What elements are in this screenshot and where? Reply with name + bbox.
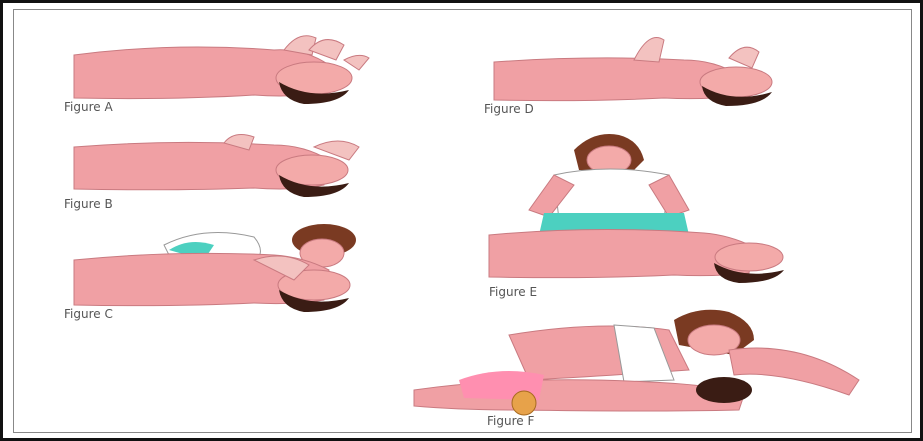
figure-d: Figure D — [474, 20, 794, 120]
illustration-canvas: Figure A Figure D Figure B — [13, 9, 912, 433]
figure-e-caption: Figure E — [489, 285, 537, 299]
figure-f-caption: Figure F — [487, 414, 534, 428]
figure-b: Figure B — [54, 125, 374, 215]
figure-a-caption: Figure A — [64, 100, 113, 114]
figure-e: Figure E — [474, 125, 804, 305]
figure-b-caption: Figure B — [64, 197, 113, 211]
figure-f-illustration — [399, 310, 879, 430]
figure-d-caption: Figure D — [484, 102, 534, 116]
figure-e-illustration — [474, 125, 804, 305]
figure-c-caption: Figure C — [64, 307, 113, 321]
figure-c: Figure C — [54, 215, 384, 325]
figure-f: Figure F — [399, 310, 879, 430]
figure-a: Figure A — [54, 20, 374, 120]
